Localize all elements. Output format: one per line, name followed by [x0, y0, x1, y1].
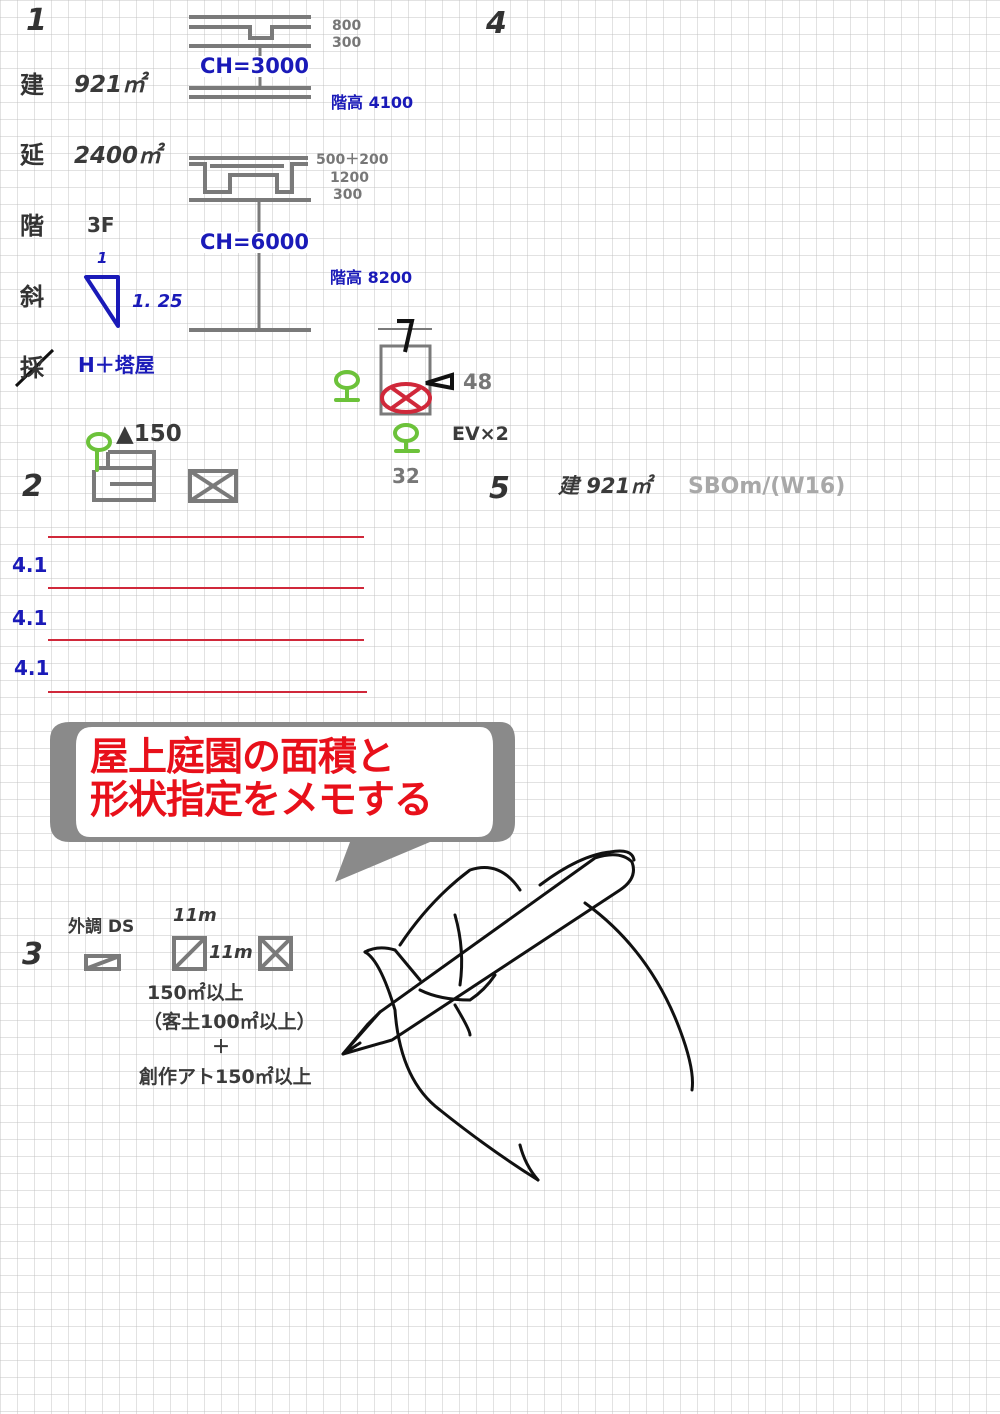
lower-dim-300: 300	[333, 187, 363, 203]
slope-triangle	[84, 275, 120, 328]
ds-label: 外調 DS	[68, 917, 135, 937]
ceiling-height-lower: CH=6000	[200, 230, 310, 254]
x-box-icon	[188, 469, 238, 503]
total-floor-area-value: 2400㎡	[74, 143, 162, 169]
row-label-floors: 階	[20, 212, 44, 240]
red-rule-lines	[48, 536, 367, 693]
strikethrough-mark	[14, 348, 55, 388]
building-area-value: 921㎡	[74, 72, 146, 98]
lower-floor-section-drawing	[189, 156, 311, 332]
ev-shaft-drawing	[378, 328, 432, 416]
building-area-5: 建 921㎡	[558, 474, 652, 498]
lower-dim-1200: 1200	[330, 170, 369, 186]
line-label-1: 4.1	[12, 553, 48, 577]
dimension-32: 32	[392, 464, 420, 488]
plus-sign: ＋	[212, 1037, 230, 1058]
x-box-icon-2	[258, 936, 293, 971]
section-number-5: 5	[489, 471, 510, 506]
slope-ratio: 1. 25	[132, 291, 183, 312]
area-150-or-more: 150㎡以上	[147, 982, 244, 1004]
red-circle-x-icon	[380, 382, 432, 414]
tree-icon	[86, 432, 112, 472]
bubble-text-line2: 形状指定をメモする	[90, 778, 433, 823]
section-number-2: 2	[22, 469, 43, 504]
section-number-1: 1	[26, 3, 47, 38]
slope-rise: 1	[97, 249, 108, 267]
row-label-building-area: 建	[20, 71, 44, 99]
floor-height-lower: 階高 8200	[330, 268, 413, 287]
bubble-text-line1: 屋上庭園の面積と	[90, 735, 395, 780]
dimension-48: 48	[463, 370, 493, 394]
height-plus-penthouse: H＋塔屋	[78, 353, 155, 377]
dimension-top-11m: 11m	[173, 905, 217, 926]
hand-with-pen-illustration	[341, 849, 694, 1182]
sbo-note: SBOm/(W16)	[688, 474, 846, 499]
elevator-count: EV×2	[452, 423, 509, 445]
line-label-2: 4.1	[12, 606, 48, 630]
floors-value: 3F	[87, 213, 115, 237]
row-label-total-floor-area: 延	[20, 141, 44, 169]
section-number-4: 4	[486, 6, 507, 41]
upper-dim-300: 300	[332, 35, 362, 51]
tree-icon	[334, 370, 360, 402]
section-number-3: 3	[22, 937, 43, 972]
row-label-slope: 斜	[20, 283, 44, 311]
dimension-side-11m: 11m	[209, 942, 253, 963]
speech-bubble	[50, 722, 515, 882]
view-triangle-left	[425, 372, 454, 391]
line-label-3: 4.1	[14, 656, 50, 680]
floor-height-upper: 階高 4100	[331, 93, 414, 112]
half-box-icon	[172, 936, 207, 971]
soil-area-100: （客土100㎡以上）	[143, 1011, 316, 1033]
stair-plan-drawing	[92, 450, 156, 502]
row-label-lighting: 採	[20, 354, 44, 382]
tree-icon	[393, 423, 420, 453]
lower-dim-500-200: 500＋200	[316, 152, 389, 168]
view-triangle-down	[397, 319, 415, 353]
art-area-150: 創作アト150㎡以上	[139, 1066, 312, 1088]
ceiling-height-upper: CH=3000	[200, 54, 310, 78]
upper-dim-800: 800	[332, 18, 362, 34]
ds-icon	[84, 954, 121, 971]
level-minus-150: ▲150	[116, 421, 182, 447]
